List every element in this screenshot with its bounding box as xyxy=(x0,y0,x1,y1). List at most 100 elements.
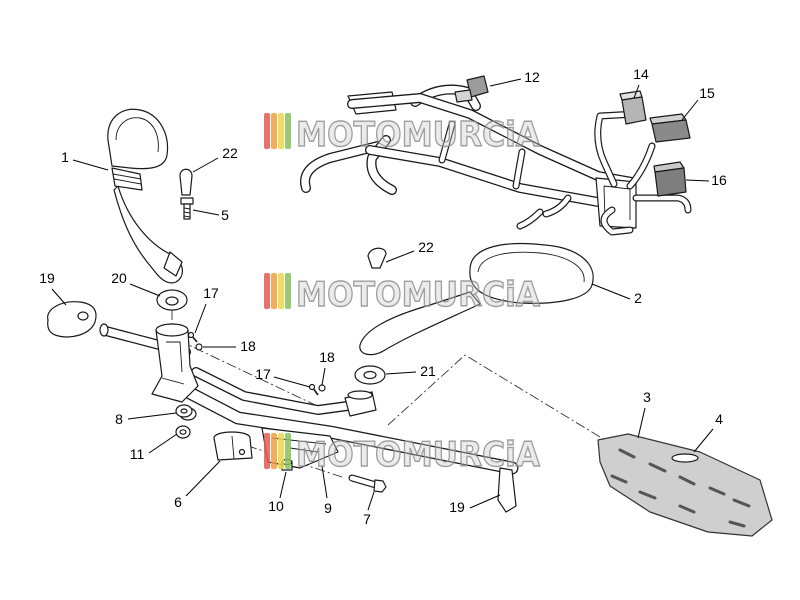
clamp-block-detail xyxy=(231,435,235,460)
watermark-middle: MOTOMURCiA xyxy=(264,273,541,316)
right-mirror-part-2 xyxy=(359,242,594,356)
watermark-stripe xyxy=(278,113,284,149)
relay-part-15 xyxy=(649,113,691,143)
callout-number: 6 xyxy=(174,494,182,510)
leader-line xyxy=(192,157,219,173)
axis-line xyxy=(387,354,606,441)
callout-2: 2 xyxy=(591,283,642,306)
frame-left-hook xyxy=(300,141,383,193)
leader-line xyxy=(367,491,375,511)
callout-17-left: 17 xyxy=(194,285,219,334)
leader-line xyxy=(72,159,109,171)
cap-part-22-left xyxy=(179,168,193,196)
mirror-stem-joint xyxy=(163,251,183,277)
tube-fill xyxy=(348,94,636,186)
left-clamp-detail xyxy=(161,341,185,385)
callout-15: 15 xyxy=(681,85,715,121)
right-clamp-ring xyxy=(347,390,373,400)
relay-body xyxy=(651,119,691,143)
callout-18-right: 18 xyxy=(319,349,335,386)
screw-part-17-left xyxy=(187,331,198,343)
watermark-text: MOTOMURCiA xyxy=(296,115,541,155)
callout-1: 1 xyxy=(61,149,109,171)
callout-number: 16 xyxy=(711,172,727,188)
leader-line xyxy=(273,376,311,388)
callout-number: 19 xyxy=(449,499,465,515)
tube-fill xyxy=(439,121,571,229)
callout-number: 3 xyxy=(643,389,651,405)
cover-body xyxy=(597,433,773,537)
callout-4: 4 xyxy=(693,411,723,453)
mirror-head xyxy=(107,108,169,170)
leader-line xyxy=(148,433,178,454)
callout-19-left: 19 xyxy=(39,270,67,306)
callout-number: 17 xyxy=(203,285,219,301)
watermark-text: MOTOMURCiA xyxy=(296,435,541,475)
callout-8: 8 xyxy=(115,411,177,427)
cap-body xyxy=(179,168,193,196)
leader-line xyxy=(321,367,326,386)
relay-body xyxy=(654,167,687,197)
nut-body xyxy=(318,384,326,392)
callout-22-left: 22 xyxy=(192,145,238,173)
tube-fill xyxy=(182,386,518,474)
frame-main-beam xyxy=(347,93,637,187)
tube-fill xyxy=(192,368,366,414)
leader-line xyxy=(633,84,640,99)
mirror-stem xyxy=(113,185,183,284)
end-weight-part-19-right xyxy=(497,467,517,513)
callout-number: 10 xyxy=(268,498,284,514)
callout-number: 5 xyxy=(221,207,229,223)
screw-head xyxy=(187,331,195,339)
leader-line xyxy=(591,283,631,300)
callout-11: 11 xyxy=(130,433,178,462)
mirror-head xyxy=(469,242,594,304)
watermark-stripe xyxy=(285,433,291,469)
bolt-part-5 xyxy=(180,197,194,220)
watermark-stripe xyxy=(264,113,270,149)
handlebar-upper-tube xyxy=(191,367,367,415)
callout-number: 20 xyxy=(111,270,127,286)
nut-part-18-left xyxy=(195,343,203,351)
end-weight-body xyxy=(497,467,517,513)
callout-16: 16 xyxy=(685,172,727,188)
callout-number: 4 xyxy=(715,411,723,427)
bolt-head xyxy=(180,197,194,205)
relay-part-14 xyxy=(619,90,647,125)
leader-line xyxy=(185,460,221,497)
plug-body xyxy=(671,453,699,463)
bushing-hole xyxy=(179,429,187,435)
tube-fill xyxy=(349,475,379,488)
bar-end xyxy=(99,323,109,337)
bolt-head xyxy=(373,479,387,493)
end-weight-part-19-left xyxy=(47,301,97,338)
leader-line xyxy=(385,250,415,263)
leader-line xyxy=(51,288,67,306)
left-clamp-riser xyxy=(151,329,199,403)
leader-line xyxy=(685,179,710,182)
cap-part-22-right xyxy=(367,247,387,269)
leader-line xyxy=(385,371,417,375)
watermark-stripe xyxy=(264,433,270,469)
watermark-bottom: MOTOMURCiA xyxy=(264,433,541,476)
callout-number: 19 xyxy=(39,270,55,286)
callout-number: 18 xyxy=(240,338,256,354)
watermark-text: MOTOMURCiA xyxy=(296,275,541,315)
watermark-top: MOTOMURCiA xyxy=(264,113,541,156)
callout-number: 14 xyxy=(633,66,649,82)
bushing-part-8 xyxy=(175,404,197,421)
mirror-collar xyxy=(111,167,143,191)
leader-line xyxy=(693,428,714,453)
callout-number: 22 xyxy=(222,145,238,161)
washer-hole xyxy=(363,370,377,380)
callout-number: 1 xyxy=(61,149,69,165)
clamp-block-part-6 xyxy=(213,431,253,461)
leader-line xyxy=(192,209,220,216)
plug-part-4 xyxy=(671,453,699,463)
leader-line xyxy=(489,78,522,87)
callout-number: 22 xyxy=(418,239,434,255)
callout-12: 12 xyxy=(489,69,540,87)
leader-line xyxy=(129,283,161,297)
callout-7: 7 xyxy=(363,491,375,527)
